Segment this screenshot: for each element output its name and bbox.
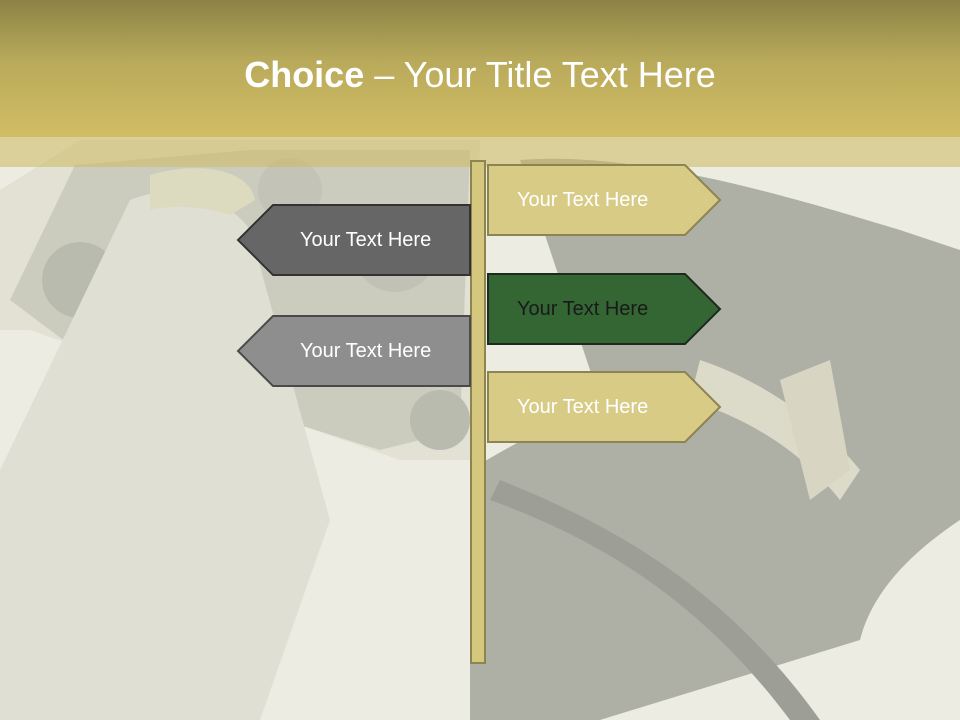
slide-title[interactable]: Choice – Your Title Text Here (0, 52, 960, 98)
sign-right-3-shape (487, 371, 722, 443)
sign-right-3-label: Your Text Here (517, 395, 649, 418)
sign-left-2[interactable]: Your Text Here (235, 315, 471, 387)
sign-left-1[interactable]: Your Text Here (235, 204, 471, 276)
sign-right-1[interactable]: Your Text Here (487, 164, 723, 236)
sign-right-1-label: Your Text Here (517, 188, 649, 211)
signpost-pole (470, 160, 486, 664)
sign-left-1-shape (236, 204, 471, 276)
sign-right-2-shape (487, 273, 722, 345)
title-bar (0, 0, 960, 137)
sign-left-1-label: Your Text Here (300, 228, 432, 251)
sign-right-2[interactable]: Your Text Here (487, 273, 723, 345)
sign-right-3[interactable]: Your Text Here (487, 371, 723, 443)
title-rest: – Your Title Text Here (364, 54, 716, 95)
title-bold: Choice (244, 54, 365, 95)
sign-left-2-label: Your Text Here (300, 339, 432, 362)
sign-right-1-shape (487, 164, 722, 236)
sign-right-2-label: Your Text Here (517, 297, 649, 320)
sign-left-2-shape (236, 315, 471, 387)
